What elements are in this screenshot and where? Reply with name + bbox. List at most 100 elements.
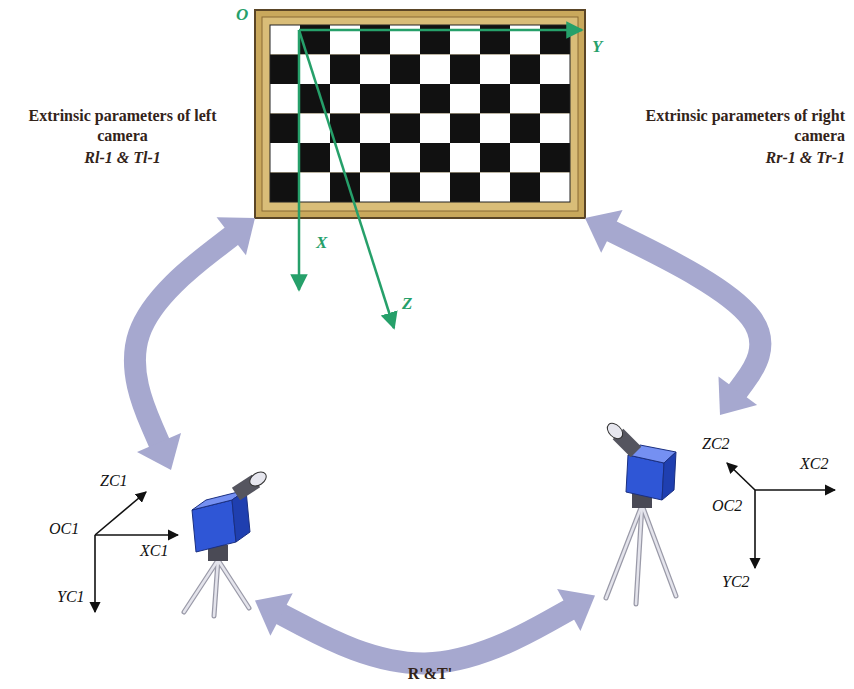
checker-square <box>510 84 540 114</box>
checker-square <box>540 143 570 173</box>
tripod-leg <box>184 560 218 612</box>
checker-square <box>390 55 420 85</box>
checkerboard <box>270 25 570 202</box>
checker-square <box>270 55 300 85</box>
edge-label: Extrinsic parameters of right camera <box>625 106 845 146</box>
checker-square <box>540 173 570 203</box>
checker-square <box>270 173 300 203</box>
axis-label: Y <box>592 38 602 57</box>
checker-square <box>480 84 510 114</box>
checker-square <box>450 55 480 85</box>
checker-square <box>420 84 450 114</box>
z-axis <box>95 492 146 535</box>
tripod-leg <box>218 560 249 608</box>
arrow-head <box>255 593 293 635</box>
arrow-head <box>718 377 757 415</box>
y-axis <box>299 29 582 32</box>
checker-square <box>420 114 450 144</box>
edge-label: Extrinsic parameters of left camera <box>20 106 225 146</box>
axis-label: XC1 <box>140 542 168 560</box>
axis-label: XC2 <box>800 455 828 473</box>
arrow-head <box>585 210 623 253</box>
checker-square <box>510 143 540 173</box>
axis-label: X <box>316 234 327 253</box>
checker-square <box>510 173 540 203</box>
checker-square <box>300 173 330 203</box>
y-axis <box>94 535 96 612</box>
checker-square <box>270 25 300 55</box>
axis-label: OC2 <box>712 497 742 515</box>
checker-square <box>270 84 300 114</box>
calibration-board: OYXZ <box>255 10 585 218</box>
parameter-label: Rr-1 & Tr-1 <box>625 148 845 167</box>
z-axis <box>299 30 394 328</box>
tripod-leg <box>218 560 249 608</box>
checker-square <box>450 114 480 144</box>
camera-icon <box>184 469 269 616</box>
checker-square <box>360 84 390 114</box>
double-arrow <box>255 589 595 663</box>
checker-square <box>300 114 330 144</box>
parameter-label: Rl-1 & Tl-1 <box>20 148 225 167</box>
y-axis <box>754 490 756 568</box>
arrow-shaft <box>135 234 235 447</box>
x-axis <box>95 534 178 536</box>
checker-square <box>450 143 480 173</box>
checker-square <box>420 143 450 173</box>
camera-icon <box>604 420 676 604</box>
axis-label: ZC1 <box>100 472 128 490</box>
checker-square <box>540 114 570 144</box>
checker-square <box>390 143 420 173</box>
axis-label: Z <box>402 295 412 314</box>
checker-border <box>270 25 570 202</box>
tripod-leg <box>214 560 218 616</box>
checker-square <box>480 55 510 85</box>
axis-label: O <box>236 6 248 25</box>
board-frame-inner <box>262 17 578 211</box>
camera-frame: ZC2XC2OC2YC2 <box>595 415 845 605</box>
arrow-shaft <box>278 608 573 664</box>
tripod-leg <box>642 505 676 596</box>
checker-square <box>300 143 330 173</box>
checker-square <box>390 114 420 144</box>
checker-square <box>390 173 420 203</box>
checker-square <box>480 173 510 203</box>
double-arrow <box>585 210 760 415</box>
checker-square <box>540 55 570 85</box>
checker-square <box>330 55 360 85</box>
axis-label: OC1 <box>49 520 79 538</box>
x-axis <box>755 489 835 491</box>
lens-glass <box>604 420 625 441</box>
tripod-leg <box>642 505 676 596</box>
checker-square <box>450 84 480 114</box>
checker-square <box>390 84 420 114</box>
checker-square <box>360 55 390 85</box>
tripod-leg <box>214 560 218 616</box>
checker-square <box>480 143 510 173</box>
checker-square <box>270 143 300 173</box>
axis-label: ZC2 <box>702 435 730 453</box>
x-axis <box>298 30 301 290</box>
edge-label: R'&T' <box>395 664 465 684</box>
checker-square <box>330 143 360 173</box>
checker-square <box>420 173 450 203</box>
arrow-head <box>557 589 595 631</box>
checker-square <box>360 143 390 173</box>
checker-square <box>450 173 480 203</box>
camera-frame: ZC1OC1XC1YC1 <box>45 470 255 620</box>
checker-square <box>360 114 390 144</box>
checker-square <box>360 173 390 203</box>
checker-square <box>330 84 360 114</box>
arrow-head <box>217 217 255 255</box>
lens-glass <box>247 469 269 489</box>
arrow-head <box>137 433 181 470</box>
checker-square <box>480 114 510 144</box>
camera-side <box>662 452 676 500</box>
axis-label: YC2 <box>722 573 750 591</box>
double-arrow <box>135 217 255 470</box>
arrow-shaft <box>608 229 761 394</box>
checker-square <box>510 55 540 85</box>
checker-square <box>270 114 300 144</box>
checker-square <box>540 84 570 114</box>
